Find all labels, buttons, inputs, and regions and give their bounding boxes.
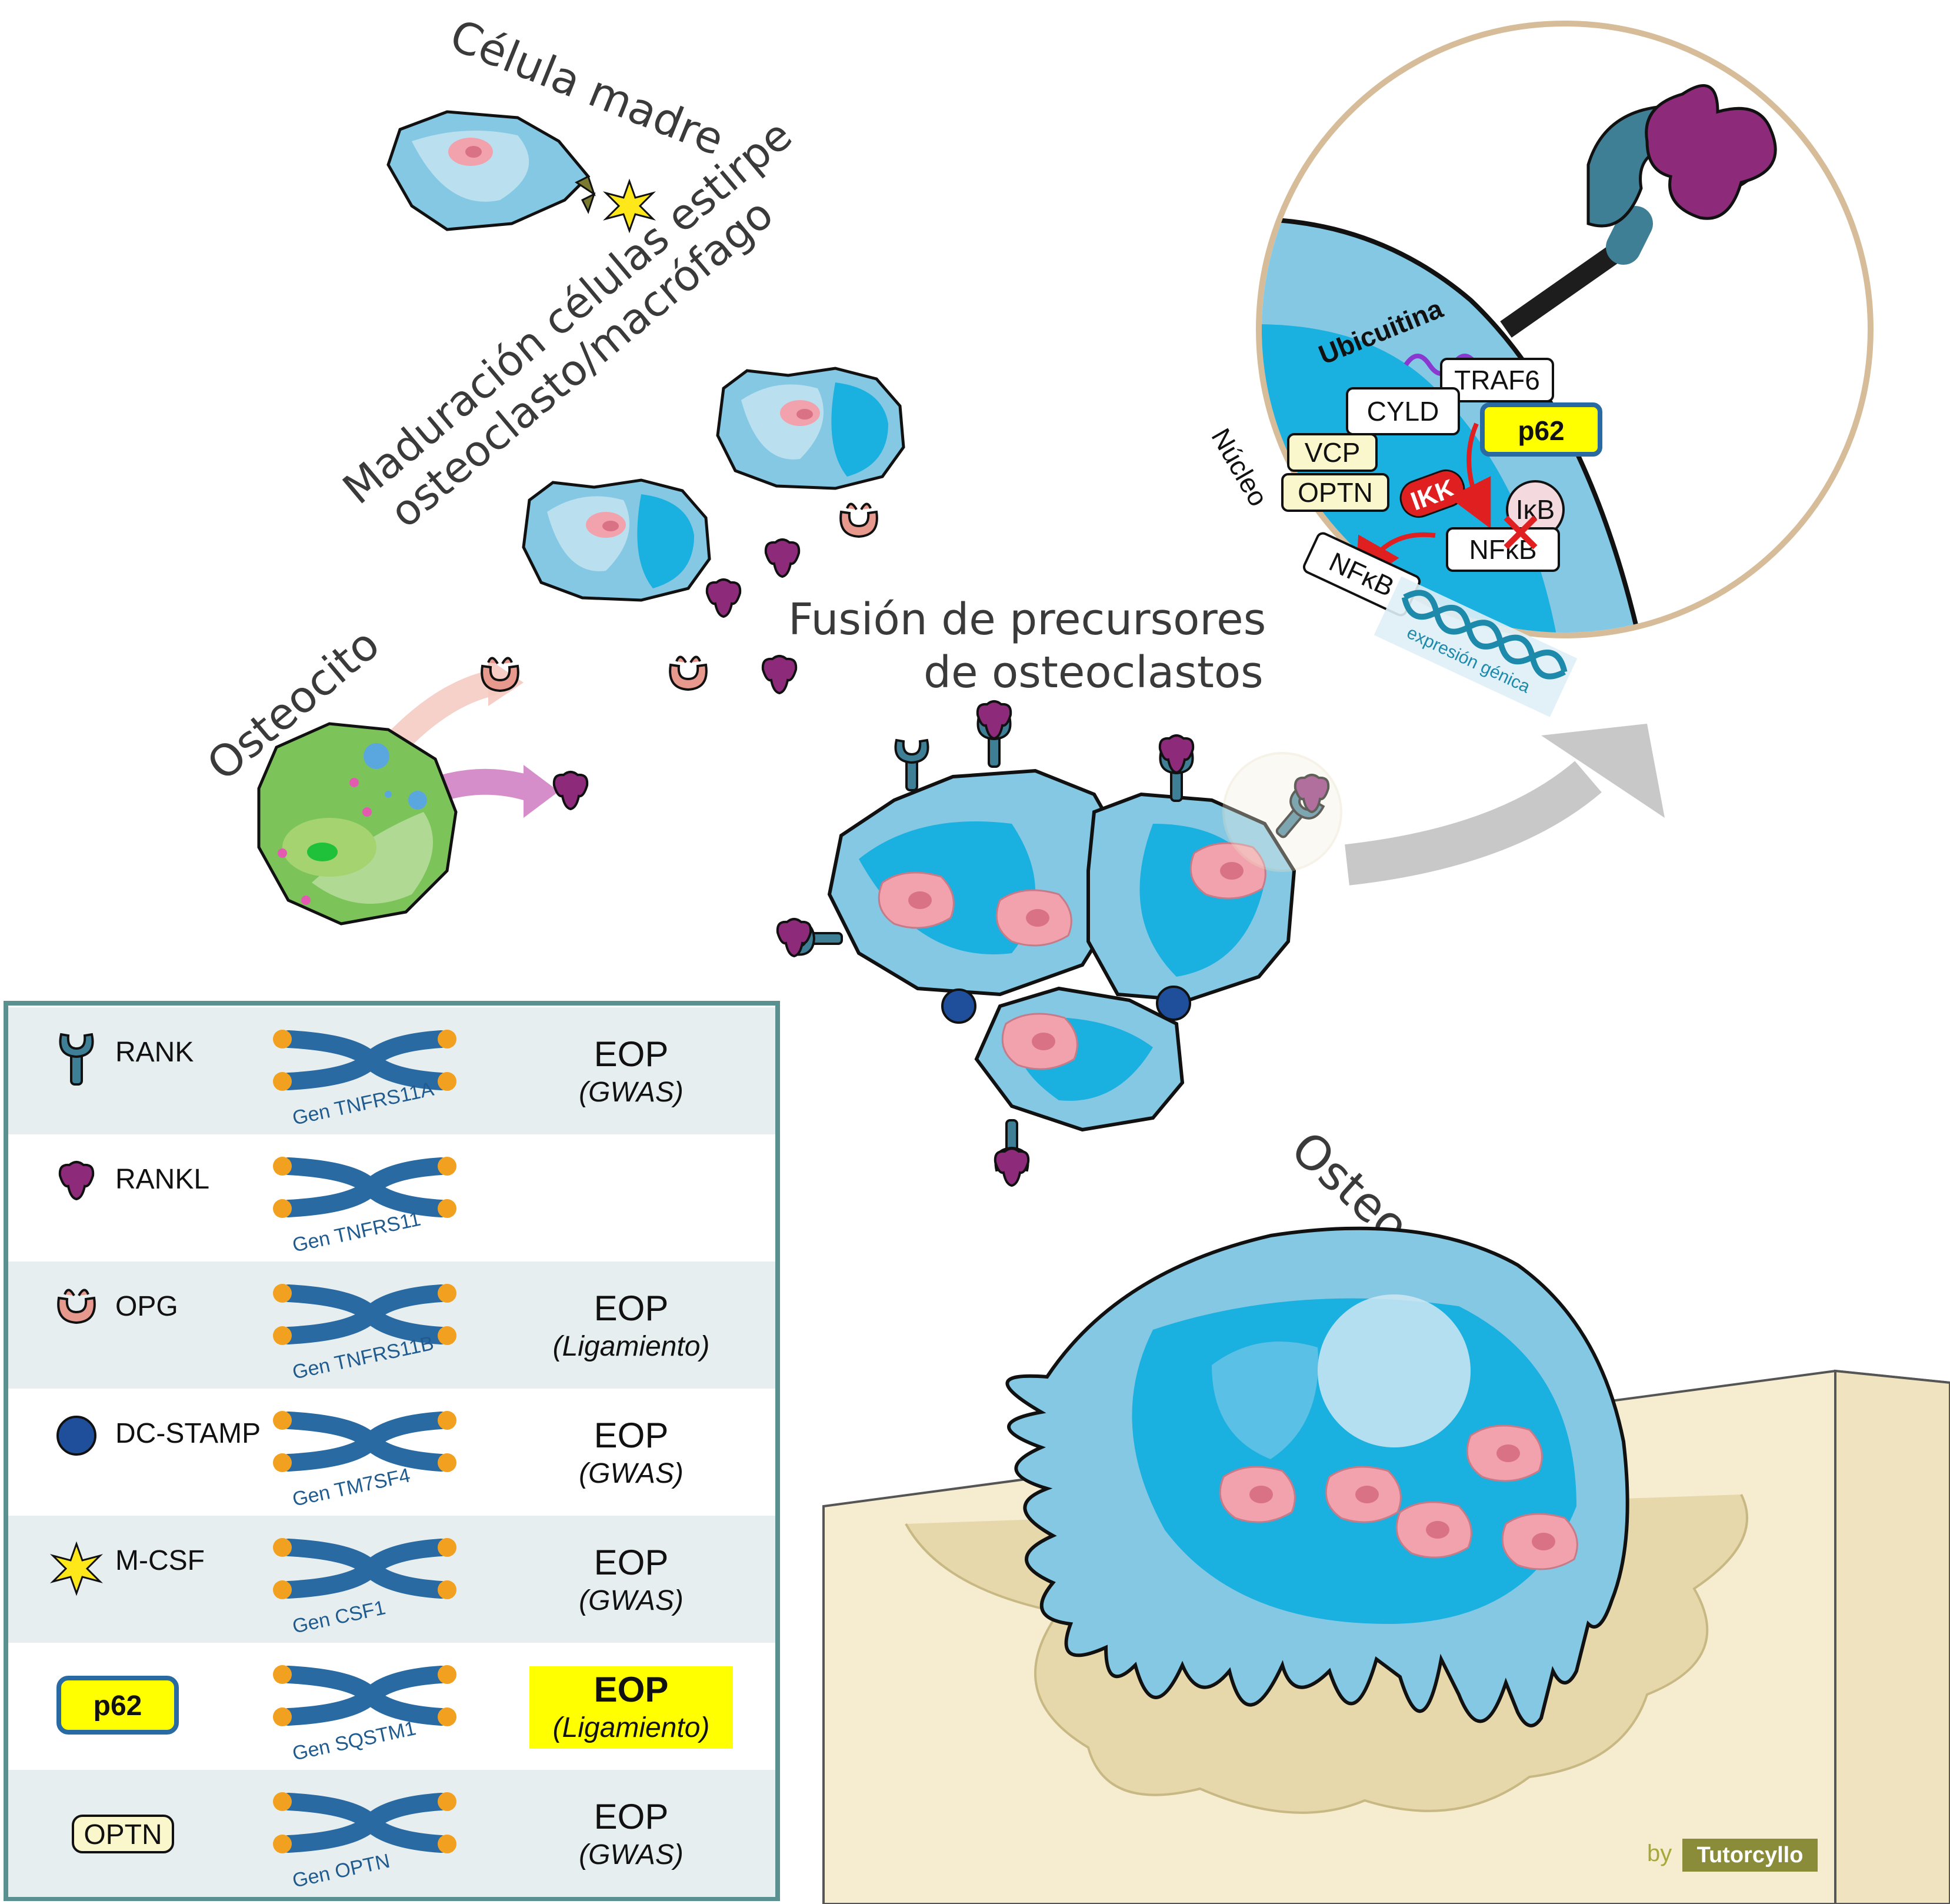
method-label: (GWAS) [579,1458,684,1489]
eop-label: EOP [594,1670,669,1709]
zoom-arrow [1345,761,1602,886]
optn-inset-label: OPTN [1298,477,1373,508]
cyld-label: CYLD [1367,396,1439,427]
brand-badge [1682,1839,1818,1872]
precursor-cell-2 [524,480,709,600]
p62-inset-label: p62 [1518,415,1564,446]
traf6-label: TRAF6 [1454,365,1540,395]
precursor-cell-1 [718,368,904,488]
highlight-box [529,1666,733,1749]
p62-box-icon [56,1676,179,1735]
method-label: (GWAS) [579,1077,684,1108]
legend-name: RANK [115,1037,194,1068]
opg-molecule [669,655,708,691]
method-label: (GWAS) [579,1585,684,1616]
rankl-molecule [761,655,798,694]
nucleus-label: Núcleo [1205,423,1274,511]
legend-name: DC-STAMP [115,1418,261,1449]
legend-name: p62 [94,1690,142,1722]
legend-name: OPTN [84,1819,162,1850]
pagetic-osteoclast [1005,1226,1629,1727]
eop-label: EOP [594,1289,669,1328]
rankl-molecule [705,578,742,618]
eop-label: EOP [594,1797,669,1836]
fusion-label-line1: Fusión de precursores [788,594,1266,645]
dc-stamp-dot [1156,986,1191,1021]
osteocyte-cell [257,722,458,926]
rank-receptor [894,739,929,791]
credit-by: by [1647,1840,1672,1866]
eop-label: EOP [594,1034,669,1074]
rankl-molecule [764,538,801,578]
method-label: (GWAS) [579,1839,684,1870]
dc-stamp-dot [941,988,976,1024]
method-label: (Ligamiento) [553,1712,710,1743]
method-label: (Ligamiento) [553,1331,710,1362]
eop-label: EOP [594,1416,669,1455]
signaling-inset: Ubicuitina TRAF6 CYLD p62 VCP OPTN Núcle… [1205,21,1874,717]
rankl-molecule [994,1147,1030,1187]
dna-gene-expression: expresión génica [1374,576,1578,717]
vcp-label: VCP [1305,437,1361,468]
fusing-precursors [776,700,1342,1187]
eop-label: EOP [594,1543,669,1582]
dc-stamp-icon [56,1416,96,1456]
legend-name: M-CSF [115,1545,205,1576]
legend-name: RANKL [115,1164,209,1195]
stem-cell [386,110,596,231]
fusion-label-line2: de osteoclastos [924,647,1264,698]
rankl-molecule [552,771,589,810]
legend-name: OPG [115,1291,178,1322]
cross-icon [1504,515,1538,550]
optn-box-icon [72,1815,174,1853]
opg-molecule [839,502,878,538]
brand-name: Tutorcyllo [1697,1843,1804,1868]
